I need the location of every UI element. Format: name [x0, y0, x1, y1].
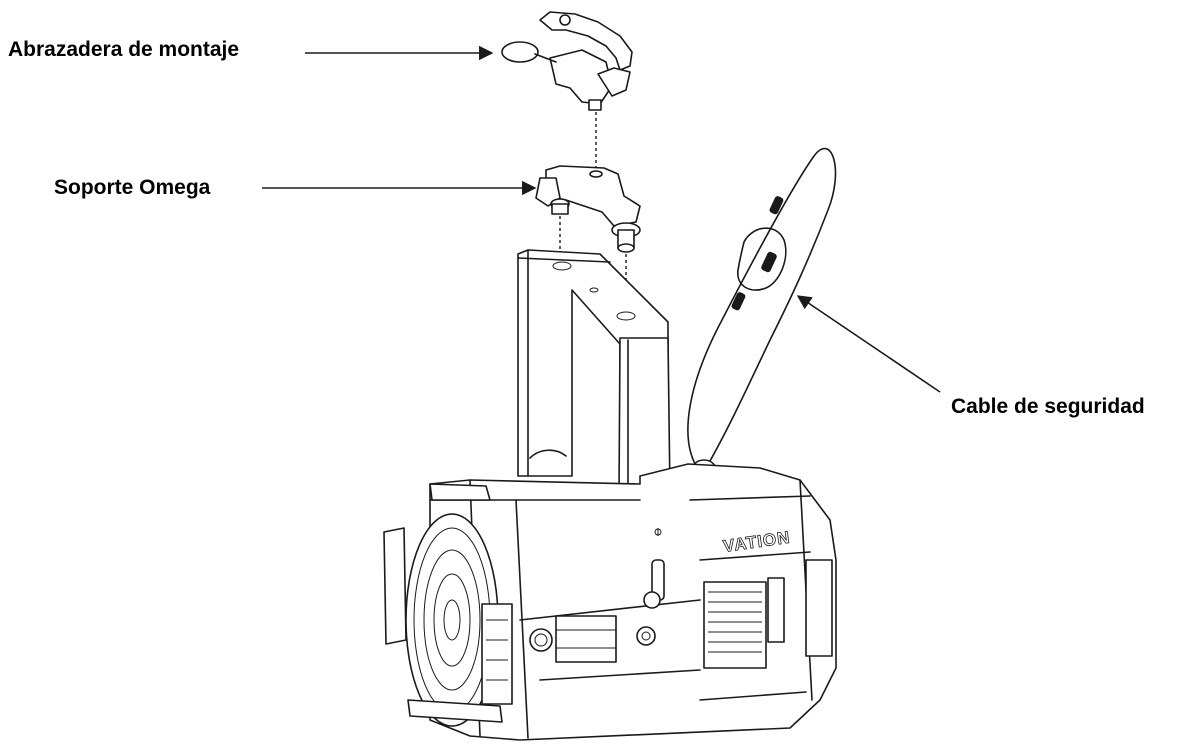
safety-cable — [687, 147, 837, 481]
omega-bracket — [535, 165, 641, 253]
mounting-clamp — [501, 11, 633, 111]
omega-bracket-label: Soporte Omega — [54, 176, 211, 199]
mounting-clamp-label: Abrazadera de montaje — [8, 38, 240, 61]
safety-cable-label: Cable de seguridad — [951, 395, 1145, 418]
cable-arrow — [796, 295, 941, 393]
fixture-body — [383, 463, 837, 741]
